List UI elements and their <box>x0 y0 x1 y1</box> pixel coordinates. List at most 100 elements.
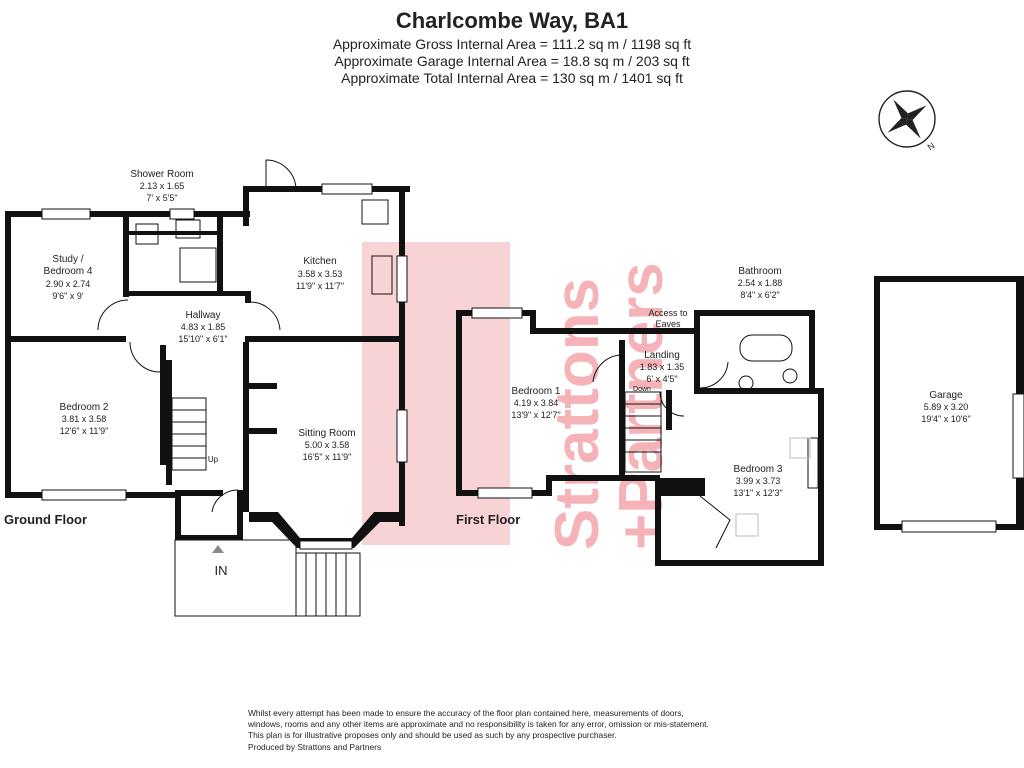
wall <box>661 478 705 496</box>
wall <box>243 186 249 226</box>
stairs-down-label: Down <box>633 386 651 393</box>
window <box>396 255 408 303</box>
hallway-imperial: 15'10" x 6'1" <box>178 334 227 344</box>
window <box>321 183 373 195</box>
wall <box>245 336 405 342</box>
hallway-metric: 4.83 x 1.85 <box>181 322 226 332</box>
study-name-1: Study / <box>52 254 83 265</box>
wall <box>175 490 223 496</box>
wall <box>5 211 11 498</box>
sitting-room-imperial: 16'5" x 11'9" <box>303 452 352 462</box>
bathtub-icon <box>739 334 793 362</box>
watermark-line-1: Strattons <box>543 278 612 550</box>
window <box>1012 393 1024 479</box>
kitchen-imperial: 11'9" x 11'7" <box>296 281 344 291</box>
eaves-label-2: Eaves <box>655 319 681 329</box>
disclaimer-line: windows, rooms and any other items are a… <box>248 719 709 730</box>
wall <box>217 211 223 291</box>
compass-north-label: N <box>926 140 937 152</box>
window <box>396 409 408 463</box>
door-swings <box>592 354 731 549</box>
wall <box>655 478 661 566</box>
window <box>471 307 523 319</box>
shower-room-imperial: 7' x 5'5" <box>146 193 177 203</box>
sink-icon <box>371 255 393 295</box>
shower-room-name: Shower Room <box>130 169 193 180</box>
wall <box>809 310 815 394</box>
staircase <box>624 391 662 473</box>
bedroom2-metric: 3.81 x 3.58 <box>62 414 107 424</box>
wall <box>243 342 249 512</box>
bedroom1-name: Bedroom 1 <box>512 386 561 397</box>
wall <box>666 390 672 430</box>
window <box>41 489 127 501</box>
wall <box>11 336 126 342</box>
disclaimer-line: Produced by Strattons and Partners <box>248 741 382 752</box>
wall <box>129 231 219 235</box>
skylight <box>789 437 811 459</box>
ground-floor-plan <box>5 159 410 617</box>
wall <box>5 211 250 217</box>
bedroom1-imperial: 13'9" x 12'7" <box>511 410 560 420</box>
bedroom3-name: Bedroom 3 <box>734 464 783 475</box>
garage-metric: 5.89 x 3.20 <box>924 402 969 412</box>
watermark-line-2: +Partners <box>607 262 676 550</box>
compass-rose-icon: N <box>878 90 937 152</box>
wall <box>694 388 824 394</box>
kitchen-metric: 3.58 x 3.53 <box>298 269 343 279</box>
skylight <box>735 513 759 537</box>
wall <box>160 345 166 465</box>
wall <box>129 291 249 296</box>
entrance-label: IN <box>215 563 228 578</box>
wall <box>694 310 814 316</box>
entrance-steps <box>174 539 361 617</box>
wall <box>694 310 700 394</box>
door-swings <box>97 159 297 513</box>
landing-imperial: 6' x 4'5" <box>646 374 677 384</box>
staircase <box>171 397 207 471</box>
garage-plan <box>874 276 1024 533</box>
window <box>477 487 533 499</box>
landing-name: Landing <box>644 350 680 361</box>
wall <box>123 217 129 297</box>
wall <box>619 340 625 480</box>
bathroom-name: Bathroom <box>738 266 781 277</box>
wall <box>546 478 552 496</box>
kitchen-name: Kitchen <box>303 256 336 267</box>
wall <box>530 310 536 332</box>
wall <box>237 490 243 540</box>
disclaimer-line: Whilst every attempt has been made to en… <box>248 708 684 718</box>
watermark-panel <box>362 242 510 545</box>
stairs-up-label: Up <box>208 455 219 464</box>
landing-metric: 1.83 x 1.35 <box>640 362 685 372</box>
basin-icon <box>175 219 201 239</box>
shower-tray-icon <box>179 247 217 283</box>
window <box>299 540 353 550</box>
garage-area: Approximate Garage Internal Area = 18.8 … <box>334 53 690 69</box>
toilet-icon <box>135 223 159 245</box>
disclaimer: Whilst every attempt has been made to en… <box>248 708 808 753</box>
study-name-2: Bedroom 4 <box>44 266 93 277</box>
wall <box>245 291 251 303</box>
wall <box>874 276 880 530</box>
first-floor-labels: Bedroom 1 4.19 x 3.84 13'9" x 12'7" Acce… <box>511 266 783 498</box>
hob-icon <box>361 199 389 225</box>
bedroom3-metric: 3.99 x 3.73 <box>736 476 781 486</box>
bathroom-metric: 2.54 x 1.88 <box>738 278 783 288</box>
ground-floor-labels: Shower Room 2.13 x 1.65 7' x 5'5" Study … <box>44 169 356 578</box>
wall <box>399 186 405 526</box>
first-floor-plan <box>456 307 824 566</box>
study-metric: 2.90 x 2.74 <box>46 279 91 289</box>
garage-name: Garage <box>929 390 963 401</box>
disclaimer-line: This plan is for illustrative proposes o… <box>248 730 617 741</box>
wall <box>546 475 660 481</box>
wall <box>166 360 172 485</box>
wall <box>655 560 824 566</box>
window <box>169 208 195 220</box>
gross-area: Approximate Gross Internal Area = 111.2 … <box>332 36 692 52</box>
ground-floor-title: Ground Floor <box>4 512 87 527</box>
wall <box>175 490 181 535</box>
entrance-arrow-icon <box>212 545 224 553</box>
sitting-room-name: Sitting Room <box>298 428 355 439</box>
hallway-name: Hallway <box>185 310 220 321</box>
